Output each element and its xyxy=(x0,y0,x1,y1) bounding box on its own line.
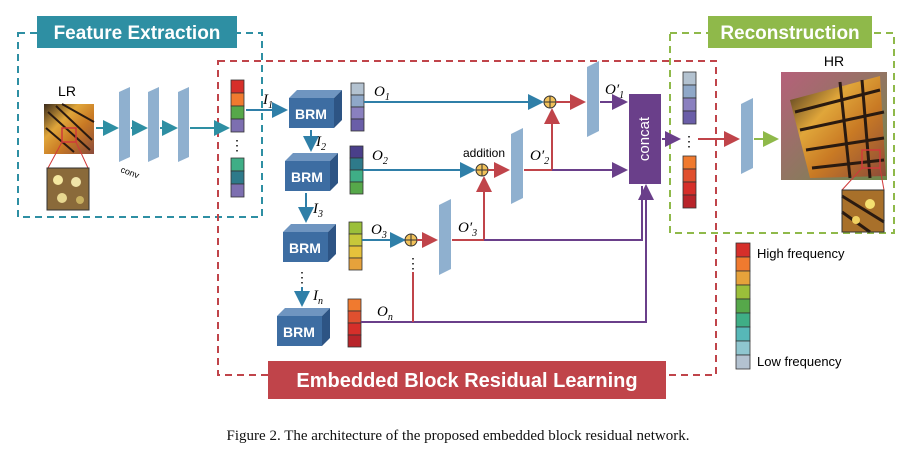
hr-label: HR xyxy=(824,53,844,69)
add-node-1 xyxy=(543,95,557,109)
concat-label: concat xyxy=(636,116,653,161)
feature-stack-ellipsis: ⋮ xyxy=(230,137,244,153)
legend-low-label: Low frequency xyxy=(757,354,842,369)
legend-swatch xyxy=(735,284,751,300)
legend-high-label: High frequency xyxy=(757,246,845,261)
brm-block-3: BRM xyxy=(283,224,336,262)
legend-swatch xyxy=(735,312,751,328)
legend-swatch xyxy=(735,326,751,342)
signal-In: In xyxy=(312,288,323,307)
hr-image xyxy=(781,72,887,180)
legend-swatch xyxy=(735,340,751,356)
feature-extraction-title: Feature Extraction xyxy=(37,16,237,48)
arrow-on-to-concat xyxy=(361,184,654,323)
ebrl-label: Embedded Block Residual Learning xyxy=(296,370,637,392)
signal-O2p: O′2 xyxy=(530,148,549,167)
output-stack-3 xyxy=(348,221,363,271)
lr-zoom-patch xyxy=(46,141,90,211)
output-stack-2 xyxy=(349,145,364,195)
upsample-ellipsis: ⋮ xyxy=(406,255,420,271)
brm-block-n: BRM xyxy=(277,308,330,346)
signal-I2: I2 xyxy=(315,134,326,153)
reconstruction-title: Reconstruction xyxy=(708,16,872,48)
feature-conv-layers xyxy=(119,87,189,162)
signal-O3: O3 xyxy=(371,222,387,241)
signal-O1p: O′1 xyxy=(605,82,624,101)
lr-image xyxy=(44,103,95,154)
lr-label: LR xyxy=(58,83,76,99)
ebrl-title: Embedded Block Residual Learning xyxy=(268,361,666,399)
brm-1-label: BRM xyxy=(295,106,327,122)
legend-swatch xyxy=(735,354,751,370)
brm-n-label: BRM xyxy=(283,324,315,340)
brm-2-label: BRM xyxy=(291,169,323,185)
feature-extraction-label: Feature Extraction xyxy=(54,23,221,44)
upsample-conv-2 xyxy=(511,128,523,204)
figure-caption: Figure 2. The architecture of the propos… xyxy=(226,428,690,444)
output-stack-n xyxy=(347,298,362,348)
brm-block-1: BRM xyxy=(289,90,342,128)
add-node-3 xyxy=(404,233,418,247)
upsample-conv-1 xyxy=(587,61,599,137)
brm-block-2: BRM xyxy=(285,153,338,191)
concat-stack-ellipsis: ⋮ xyxy=(682,133,696,149)
frequency-legend-bar xyxy=(735,242,751,370)
signal-O3p: O′3 xyxy=(458,220,477,239)
reconstruction-label: Reconstruction xyxy=(720,23,859,44)
legend-swatch xyxy=(735,270,751,286)
legend-swatch xyxy=(735,256,751,272)
feature-stack xyxy=(230,79,245,198)
signal-O1: O1 xyxy=(374,84,390,103)
brm-3-label: BRM xyxy=(289,240,321,256)
arrow-o3p-to-concat xyxy=(484,186,643,241)
output-stack-1 xyxy=(350,82,365,132)
reconstruction-conv xyxy=(741,98,753,174)
signal-On: On xyxy=(377,304,393,323)
ebrn-architecture-diagram: Feature Extraction Reconstruction Embedd… xyxy=(17,16,895,399)
legend-swatch xyxy=(735,242,751,258)
legend-swatch xyxy=(735,298,751,314)
signal-O2: O2 xyxy=(372,148,388,167)
hr-zoom-patch xyxy=(841,167,885,234)
concat-feature-stack xyxy=(682,71,697,209)
concat-block: concat xyxy=(629,94,661,184)
signal-I3: I3 xyxy=(312,201,323,220)
upsample-conv-3 xyxy=(439,199,451,275)
addition-label: addition xyxy=(463,146,505,160)
add-node-2 xyxy=(475,163,489,177)
signal-I1: I1 xyxy=(262,92,273,111)
conv-label: conv xyxy=(119,164,141,180)
brm-chain-ellipsis: ⋮ xyxy=(295,269,309,285)
